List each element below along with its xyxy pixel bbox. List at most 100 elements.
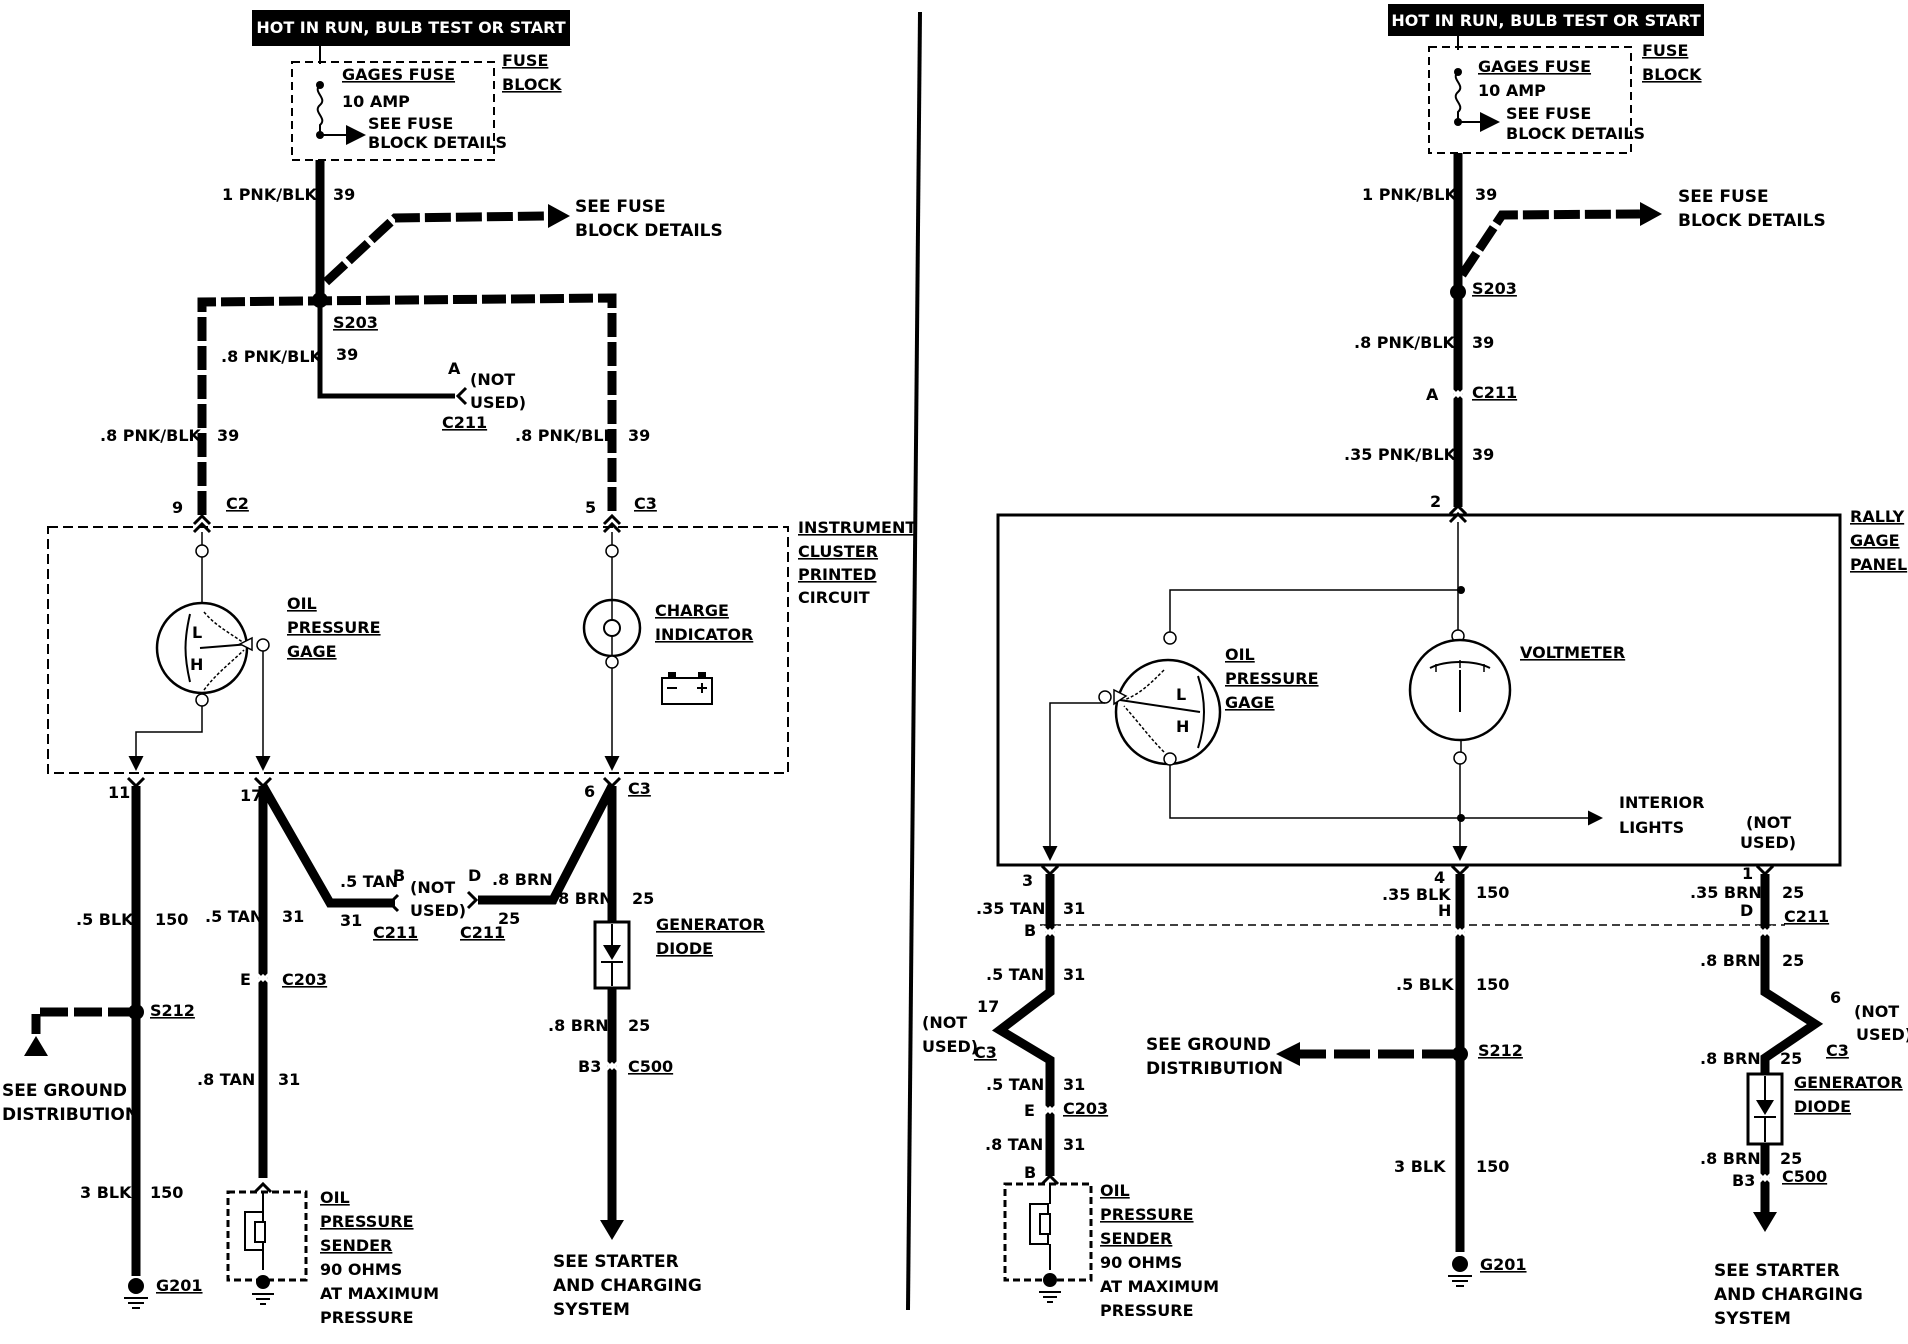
right-wire-31a: 31 bbox=[1063, 899, 1085, 918]
left-see-ground-2: DISTRIBUTION bbox=[2, 1105, 139, 1125]
right-sender-2: PRESSURE bbox=[1100, 1205, 1194, 1224]
right-wire-5tan-b: .5 TAN bbox=[986, 1075, 1044, 1094]
right-pin-1: 1 bbox=[1742, 864, 1753, 883]
left-charge-1: CHARGE bbox=[655, 601, 729, 620]
right-see-fuse-1: SEE FUSE bbox=[1506, 104, 1591, 123]
right-oil-gage-2: PRESSURE bbox=[1225, 669, 1319, 688]
left-gen-2: DIODE bbox=[656, 939, 713, 958]
right-wire-150b: 150 bbox=[1476, 975, 1509, 994]
right-wire-25c: 25 bbox=[1780, 1049, 1802, 1068]
left-starter-arrow bbox=[600, 1220, 624, 1240]
right-wire-150a: 150 bbox=[1476, 883, 1509, 902]
left-wire-39b: 39 bbox=[336, 345, 358, 364]
right-c3-label-a: C3 bbox=[974, 1043, 997, 1062]
right-rally-2: GAGE bbox=[1850, 531, 1900, 550]
right-wire-8tan: .8 TAN bbox=[985, 1135, 1043, 1154]
left-wire-31c: 31 bbox=[278, 1070, 300, 1089]
left-instrument-cluster-box bbox=[47, 526, 789, 774]
right-wire-5blk: .5 BLK bbox=[1396, 975, 1454, 994]
left-s212-label: S212 bbox=[150, 1001, 195, 1020]
left-wire-5tan-b: .5 TAN bbox=[205, 907, 263, 926]
right-sender-4: 90 OHMS bbox=[1100, 1253, 1182, 1272]
left-fuse-branch-wire bbox=[322, 211, 549, 286]
right-pin-6: 6 bbox=[1830, 988, 1841, 1007]
right-rally-gage-panel-box bbox=[996, 513, 1842, 867]
left-not-used-2a: USED) bbox=[470, 393, 526, 412]
right-see-fuse-big-2: BLOCK DETAILS bbox=[1678, 211, 1826, 231]
left-sender-6: PRESSURE bbox=[320, 1308, 414, 1327]
left-wire-8pnk-b: .8 PNK/BLK bbox=[100, 426, 202, 445]
left-oil-gage-3: GAGE bbox=[287, 642, 337, 661]
right-c203-e: E bbox=[1024, 1101, 1035, 1120]
right-c500-b3: B3 bbox=[1732, 1171, 1755, 1190]
right-c203-label: C203 bbox=[1063, 1099, 1108, 1118]
left-wire-5blk: .5 BLK bbox=[76, 910, 134, 929]
left-wire-1pnk: 1 PNK/BLK bbox=[222, 185, 317, 204]
right-see-ground-2: DISTRIBUTION bbox=[1146, 1059, 1283, 1079]
right-gages-fuse-label: GAGES FUSE bbox=[1478, 57, 1591, 76]
right-not-used-1b: (NOT bbox=[922, 1013, 967, 1032]
left-wire-39c: 39 bbox=[217, 426, 239, 445]
right-c211-d: D bbox=[1740, 901, 1753, 920]
left-brn-wire bbox=[478, 783, 616, 905]
right-voltmeter-label: VOLTMETER bbox=[1520, 643, 1625, 662]
left-wire-8tan: .8 TAN bbox=[197, 1070, 255, 1089]
right-not-used-2a: USED) bbox=[1740, 833, 1796, 852]
left-pin-17: 17 bbox=[240, 786, 262, 805]
left-diagram: HOT IN RUN, BULB TEST OR START GAGES FUS… bbox=[2, 10, 916, 1327]
left-wire-25a: 25 bbox=[498, 909, 520, 928]
right-wire-35pnk: .35 PNK/BLK bbox=[1344, 445, 1457, 464]
left-cluster-2: CLUSTER bbox=[798, 542, 878, 561]
left-gages-fuse-label: GAGES FUSE bbox=[342, 65, 455, 84]
right-pin-2: 2 bbox=[1430, 492, 1441, 511]
left-c211-b: B bbox=[393, 866, 405, 885]
right-wire-8brn-a: .8 BRN bbox=[1700, 951, 1761, 970]
left-charge-2: INDICATOR bbox=[655, 625, 753, 644]
right-wire-39a: 39 bbox=[1475, 185, 1497, 204]
right-sender-b: B bbox=[1024, 1163, 1036, 1182]
right-fuse-box bbox=[1428, 46, 1632, 154]
right-see-fuse-big-1: SEE FUSE bbox=[1678, 187, 1769, 207]
right-wire-39c: 39 bbox=[1472, 445, 1494, 464]
left-wire-150b: 150 bbox=[150, 1183, 183, 1202]
right-see-ground-1: SEE GROUND bbox=[1146, 1035, 1271, 1055]
left-cluster-1: INSTRUMENT bbox=[798, 518, 916, 537]
left-c500-label: C500 bbox=[628, 1057, 673, 1076]
right-pin-4: 4 bbox=[1434, 868, 1445, 887]
right-wire-150c: 150 bbox=[1476, 1157, 1509, 1176]
right-g201-ground-icon bbox=[1452, 1256, 1468, 1272]
right-starter-2: AND CHARGING bbox=[1714, 1285, 1863, 1305]
right-wire-31d: 31 bbox=[1063, 1135, 1085, 1154]
left-wire-5tan-a: .5 TAN bbox=[340, 872, 398, 891]
left-c211-a: A bbox=[448, 359, 461, 378]
left-see-fuse-1: SEE FUSE bbox=[368, 114, 453, 133]
left-fuse-block-2: BLOCK bbox=[502, 75, 562, 94]
right-interior-2: LIGHTS bbox=[1619, 818, 1684, 837]
right-wire-35tan: .35 TAN bbox=[976, 899, 1045, 918]
left-fuse-block-1: FUSE bbox=[502, 51, 548, 70]
right-diagram: HOT IN RUN, BULB TEST OR START GAGES FUS… bbox=[922, 4, 1908, 1329]
right-starter-3: SYSTEM bbox=[1714, 1309, 1791, 1329]
right-tan-wire bbox=[991, 874, 1055, 1176]
right-oil-gage-1: OIL bbox=[1225, 645, 1255, 664]
left-sender-3: SENDER bbox=[320, 1236, 392, 1255]
left-c203-label: C203 bbox=[282, 970, 327, 989]
right-g201-label: G201 bbox=[1480, 1255, 1527, 1274]
right-rally-3: PANEL bbox=[1850, 555, 1907, 574]
left-sender-5: AT MAXIMUM bbox=[320, 1284, 439, 1303]
right-wire-25a: 25 bbox=[1782, 883, 1804, 902]
right-sender-5: AT MAXIMUM bbox=[1100, 1277, 1219, 1296]
right-wire-25b: 25 bbox=[1782, 951, 1804, 970]
right-not-used-2c: USED) bbox=[1856, 1025, 1908, 1044]
left-gage-h: H bbox=[190, 655, 203, 674]
left-see-fuse-big-1: SEE FUSE bbox=[575, 197, 666, 217]
right-fuse-block-1: FUSE bbox=[1642, 41, 1688, 60]
left-sender-1: OIL bbox=[320, 1188, 350, 1207]
left-pin-11: 11 bbox=[108, 783, 130, 802]
left-wire-25c: 25 bbox=[628, 1016, 650, 1035]
right-wire-35blk: .35 BLK bbox=[1382, 885, 1451, 904]
right-sender-6: PRESSURE bbox=[1100, 1301, 1194, 1320]
left-wire-8brn-a: .8 BRN bbox=[492, 870, 553, 889]
left-wire-3blk: 3 BLK bbox=[80, 1183, 132, 1202]
